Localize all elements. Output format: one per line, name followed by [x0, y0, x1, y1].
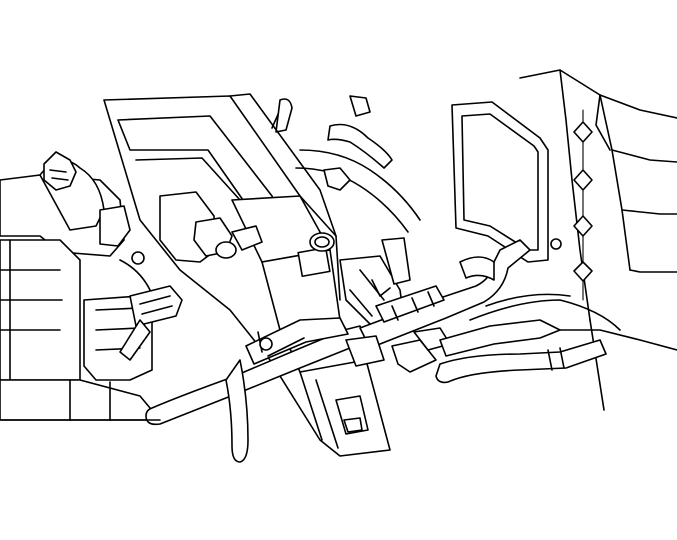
upper-harness: [271, 95, 421, 233]
pivot-circle: [259, 337, 273, 351]
screw-icon: [550, 238, 562, 250]
left-cable-clip: [119, 251, 183, 361]
lower-conduit: [435, 293, 621, 384]
grommet-ring-inner: [314, 236, 330, 248]
right-harness-run: [345, 239, 531, 373]
rear-bracket-frame: [451, 101, 549, 263]
bottom-left-bracket: [0, 379, 161, 421]
diamond-clip-chain: [550, 109, 593, 301]
left-housing: [0, 151, 161, 421]
diamond-clip-3: [573, 215, 593, 237]
small-bolt: [131, 251, 145, 265]
diamond-clip-1: [573, 121, 593, 143]
diamond-clip-4: [573, 261, 593, 282]
connector-plug: [215, 241, 237, 259]
diamond-clip-2: [573, 169, 593, 191]
main-harness-tube: [145, 317, 367, 463]
